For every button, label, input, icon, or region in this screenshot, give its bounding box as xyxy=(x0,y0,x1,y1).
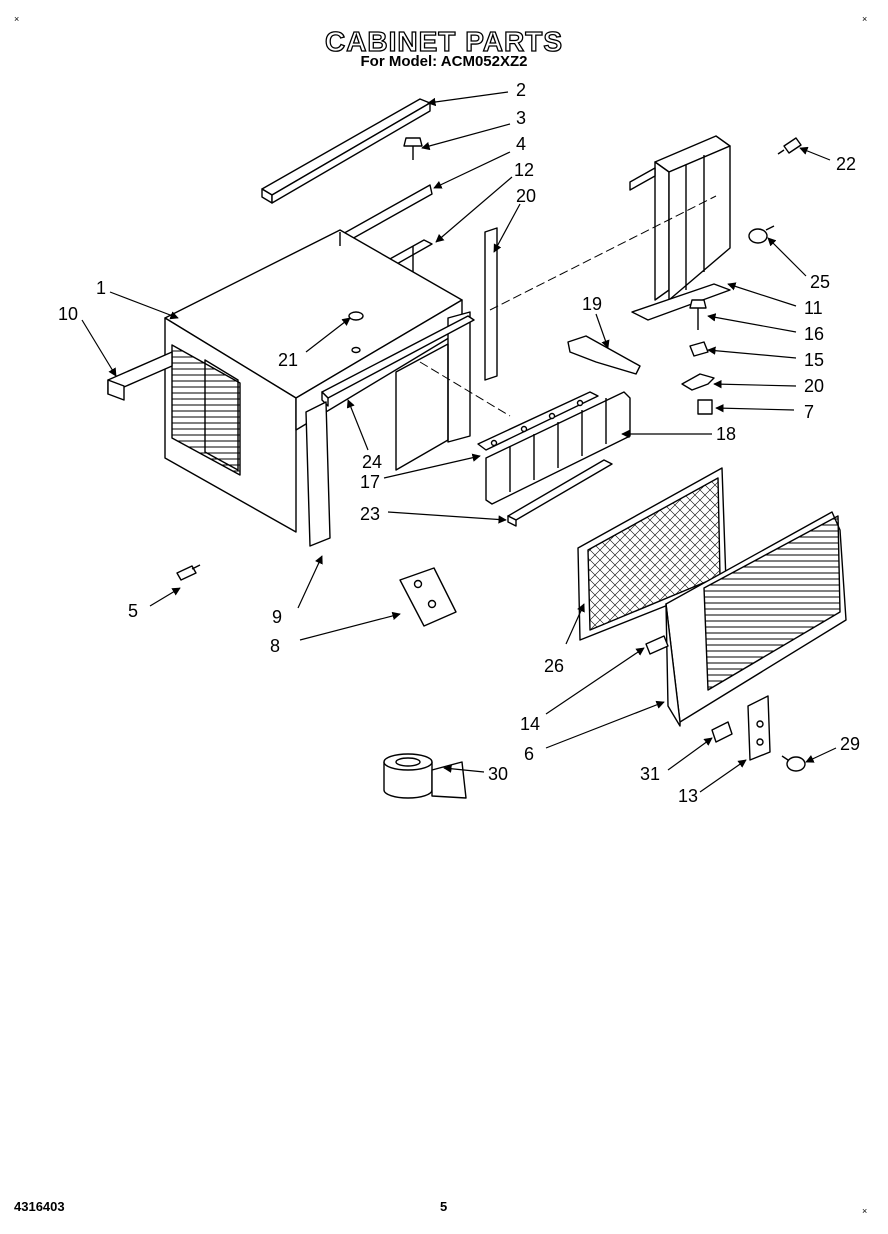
callout-17: 17 xyxy=(360,472,380,492)
callout-31: 31 xyxy=(640,764,660,784)
corner-mark-top-right: × xyxy=(862,14,868,24)
part-11-side-curtain xyxy=(629,135,731,321)
callout-21: 20 xyxy=(516,186,536,206)
leader-26 xyxy=(767,237,807,277)
part-20-latch xyxy=(681,373,715,391)
callout-19: 19 xyxy=(582,294,602,314)
callout-12: 12 xyxy=(514,160,534,180)
callout-10: 10 xyxy=(58,304,78,324)
leader-12 xyxy=(435,176,513,243)
leader-7 xyxy=(715,403,795,413)
leader-8 xyxy=(299,611,401,641)
part-2-top-rail xyxy=(261,98,431,204)
callout-20: 20 xyxy=(804,376,824,396)
leader-11 xyxy=(727,282,797,307)
callout-24: 23 xyxy=(360,504,380,524)
part-17-vent-frame xyxy=(477,391,599,451)
part-23-screw xyxy=(777,137,802,155)
guide-line-vent xyxy=(419,361,511,417)
callout-26: 25 xyxy=(810,272,830,292)
part-7-clip xyxy=(697,399,713,415)
callout-16: 16 xyxy=(804,324,824,344)
part-24-strip xyxy=(507,459,613,527)
callout-15: 15 xyxy=(804,350,824,370)
callout-14: 14 xyxy=(520,714,540,734)
part-16-screw xyxy=(689,299,707,330)
leader-30 xyxy=(443,764,485,773)
leader-2 xyxy=(427,91,509,107)
callout-29: 29 xyxy=(840,734,860,754)
page-number: 5 xyxy=(440,1199,448,1214)
callout-8: 8 xyxy=(270,636,280,656)
callout-7: 7 xyxy=(804,402,814,422)
part-5-screw xyxy=(176,564,201,581)
leader-1 xyxy=(109,291,179,320)
leader-17 xyxy=(383,453,481,479)
callout-18: 18 xyxy=(716,424,736,444)
leader-25 xyxy=(346,399,369,451)
leader-14 xyxy=(545,647,645,715)
leader-29 xyxy=(805,747,837,763)
corner-mark-bottom-right: × xyxy=(862,1206,868,1216)
part-30-tape-roll xyxy=(383,753,467,799)
callout-5: 5 xyxy=(128,601,138,621)
part-3-screw xyxy=(403,137,423,160)
leader-16 xyxy=(707,313,797,333)
corner-mark-top-left: × xyxy=(14,14,20,24)
part-26-knob xyxy=(748,225,775,244)
callout-22: 21 xyxy=(278,350,298,370)
leader-15 xyxy=(707,346,797,359)
leader-6 xyxy=(545,700,665,749)
part-15-clip xyxy=(689,341,709,357)
model-subtitle: For Model: ACM052XZ2 xyxy=(360,53,528,70)
leader-31 xyxy=(667,737,713,771)
callout-1: 1 xyxy=(96,278,106,298)
callout-27: 26 xyxy=(544,656,564,676)
leader-4 xyxy=(433,151,511,189)
leader-5 xyxy=(149,587,181,607)
leader-19 xyxy=(595,313,610,349)
part-25-front-rail xyxy=(321,315,475,407)
callout-13: 13 xyxy=(678,786,698,806)
part-14-block xyxy=(645,635,669,655)
part-22-grommet xyxy=(348,311,364,354)
part-13-bracket-plate xyxy=(747,695,771,761)
document-number: 4316403 xyxy=(14,1199,65,1214)
callout-6: 6 xyxy=(524,744,534,764)
part-9-side-strip xyxy=(305,401,331,547)
leader-27 xyxy=(565,603,585,645)
part-31-block xyxy=(711,721,733,743)
callout-3: 3 xyxy=(516,108,526,128)
leader-23 xyxy=(799,146,831,161)
part-21-bracket xyxy=(484,227,498,381)
callout-4: 4 xyxy=(516,134,526,154)
leader-22 xyxy=(305,317,351,353)
part-10-base-rail xyxy=(107,351,173,401)
leader-21 xyxy=(493,203,521,253)
leader-13 xyxy=(699,759,747,793)
leader-10 xyxy=(81,319,117,377)
part-8-bracket xyxy=(399,567,457,627)
leader-3 xyxy=(421,123,511,151)
callout-25: 24 xyxy=(362,452,382,472)
page-title: CABINET PARTS xyxy=(324,25,564,57)
part-1-cabinet xyxy=(164,229,471,533)
callout-11: 11 xyxy=(804,298,823,318)
callout-2: 2 xyxy=(516,80,526,100)
callout-23: 22 xyxy=(836,154,856,174)
leader-20 xyxy=(713,379,797,389)
part-front-grille xyxy=(665,511,847,727)
guide-line-side-curtain xyxy=(489,195,717,311)
part-18-vent-grille xyxy=(485,391,631,505)
part-29-knob xyxy=(781,755,806,772)
part-19-bracket xyxy=(567,335,641,375)
callout-9: 9 xyxy=(272,607,282,627)
leader-9 xyxy=(297,555,323,609)
leader-24 xyxy=(387,511,507,524)
callout-30: 30 xyxy=(488,764,508,784)
